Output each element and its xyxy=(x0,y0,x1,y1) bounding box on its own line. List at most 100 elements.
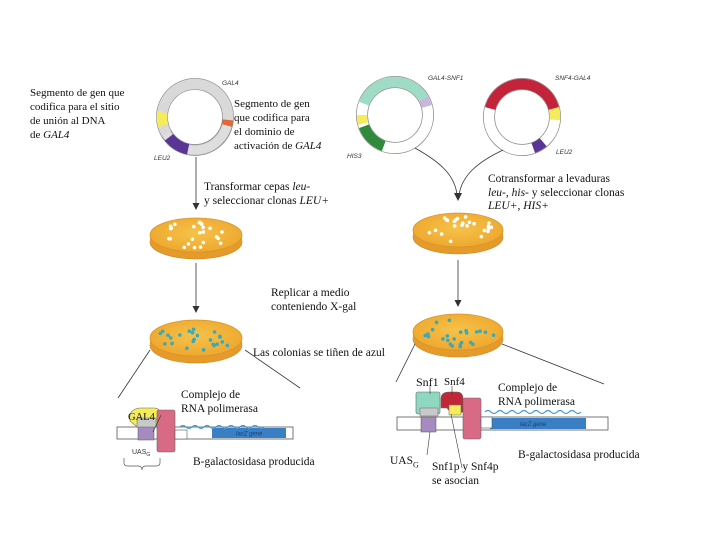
colony xyxy=(447,318,452,323)
segment-orange xyxy=(221,119,234,127)
colony xyxy=(427,230,432,235)
complex-left-note: Complejo de RNA polimerasa xyxy=(181,389,258,416)
colony xyxy=(220,230,224,234)
colony xyxy=(486,229,490,234)
colony xyxy=(208,226,212,231)
complex-left-line-2: RNA polimerasa xyxy=(181,402,258,415)
ad-segment-note: Segmento de gen que codifica para el dom… xyxy=(234,97,321,153)
transform-line-1: Transformar cepas leu- xyxy=(204,181,311,193)
colony xyxy=(460,223,464,228)
colony xyxy=(472,221,476,226)
segment-crimson xyxy=(485,78,523,111)
colony xyxy=(486,224,491,229)
lacz-gene-left xyxy=(212,428,286,438)
associate-line-2: se asocian xyxy=(432,474,479,487)
colony xyxy=(158,331,163,336)
colony xyxy=(458,344,463,349)
colony xyxy=(433,228,438,233)
dbd-segment-note: Segmento de gen que codifica para el sit… xyxy=(30,86,124,142)
dbd-line-2: codifica para el sitio xyxy=(30,101,120,113)
colony xyxy=(163,342,167,346)
gal4-protein-label: GAL4 xyxy=(128,412,155,423)
replicate-line-2: conteniendo X-gal xyxy=(271,300,357,313)
colony xyxy=(201,225,205,230)
colony xyxy=(160,329,165,333)
colony xyxy=(201,240,206,245)
dbd-line-3: de unión al DNA xyxy=(30,115,106,127)
colony xyxy=(483,330,488,335)
ad-line-1: Segmento de gen xyxy=(234,98,310,110)
segment-teal-2 xyxy=(394,76,429,102)
colony xyxy=(201,348,206,352)
plasmid-gal4-snf1: GAL4-SNF1 HIS3 xyxy=(347,75,464,160)
associate-line-1: Snf1p y Snf4p xyxy=(432,461,499,473)
dbd-line-4: de GAL4 xyxy=(30,129,70,141)
product-left: B-galactosidasa producida xyxy=(193,456,315,468)
colony xyxy=(225,343,230,348)
lacz-gene-right xyxy=(490,418,586,429)
plasmid-gal4-leu2: GAL4 LEU2 xyxy=(154,78,239,162)
colony xyxy=(195,333,200,338)
colony xyxy=(192,245,197,250)
colony xyxy=(216,236,221,241)
replicate-note: Replicar a medio conteniendo X-gal xyxy=(271,287,356,314)
colony xyxy=(187,329,192,334)
colony xyxy=(441,337,445,341)
segment-gray-2 xyxy=(194,78,234,121)
colony xyxy=(479,234,484,239)
cotransform-note: Cotransformar a levaduras leu-, his- y s… xyxy=(488,173,624,214)
colony xyxy=(426,334,431,339)
colony xyxy=(430,327,435,332)
segment-crimson-2 xyxy=(521,78,559,111)
complex-right-note: Complejo de RNA polimerasa xyxy=(498,382,575,409)
colony xyxy=(185,346,189,351)
ad-line-2: que codifica para xyxy=(234,112,310,124)
colony xyxy=(211,342,215,347)
colony xyxy=(198,220,202,225)
colony xyxy=(198,230,202,235)
colony xyxy=(177,333,182,337)
right-gene-construct: lacZ gene xyxy=(396,386,609,469)
colony xyxy=(459,340,464,345)
segment-teal xyxy=(359,76,396,106)
transform-line-2: y seleccionar clonas LEU+ xyxy=(204,194,329,207)
plasmid-r1-top-label: GAL4-SNF1 xyxy=(428,75,464,82)
colony xyxy=(423,333,428,338)
colony xyxy=(191,327,196,332)
segment-yellow-r2 xyxy=(548,107,561,121)
plasmid-left-bottom-label: LEU2 xyxy=(154,155,171,162)
colony xyxy=(458,330,463,335)
plate-left-selection xyxy=(149,217,243,260)
colony xyxy=(173,222,177,227)
segment-purple-r2 xyxy=(531,138,547,153)
colony xyxy=(439,232,444,236)
merge-lines xyxy=(414,147,504,201)
colony xyxy=(198,245,203,249)
colony xyxy=(487,221,491,225)
rna-polymerase-left xyxy=(156,409,176,453)
plate-agar xyxy=(412,313,504,351)
colony xyxy=(465,224,469,228)
cotransform-line-2: leu-, his- y seleccionar clonas xyxy=(488,186,625,199)
colony xyxy=(450,344,455,348)
colony xyxy=(190,330,195,335)
product-right: B-galactosidasa producida xyxy=(518,449,640,461)
plasmid-snf4-gal4: SNF4-GAL4 LEU2 xyxy=(483,75,591,156)
complex-left-line-1: Complejo de xyxy=(181,389,241,401)
rna-polymerase-right xyxy=(462,397,482,440)
colony xyxy=(212,330,217,334)
colony xyxy=(191,339,196,344)
complex-right-line-2: RNA polimerasa xyxy=(498,395,575,408)
colony xyxy=(467,220,472,225)
colony xyxy=(208,338,213,342)
complex-right-line-1: Complejo de xyxy=(498,382,558,394)
colony xyxy=(218,241,223,246)
colony xyxy=(455,216,460,221)
uas-right-label: UASG xyxy=(390,455,419,470)
associate-note: Snf1p y Snf4p se asocian xyxy=(432,461,498,488)
snf4-label: Snf4 xyxy=(444,376,465,388)
plate-left-xgal xyxy=(149,319,243,364)
ad-line-3: el dominio de xyxy=(234,126,295,138)
colony xyxy=(218,335,222,339)
plate-right-xgal xyxy=(412,313,504,358)
